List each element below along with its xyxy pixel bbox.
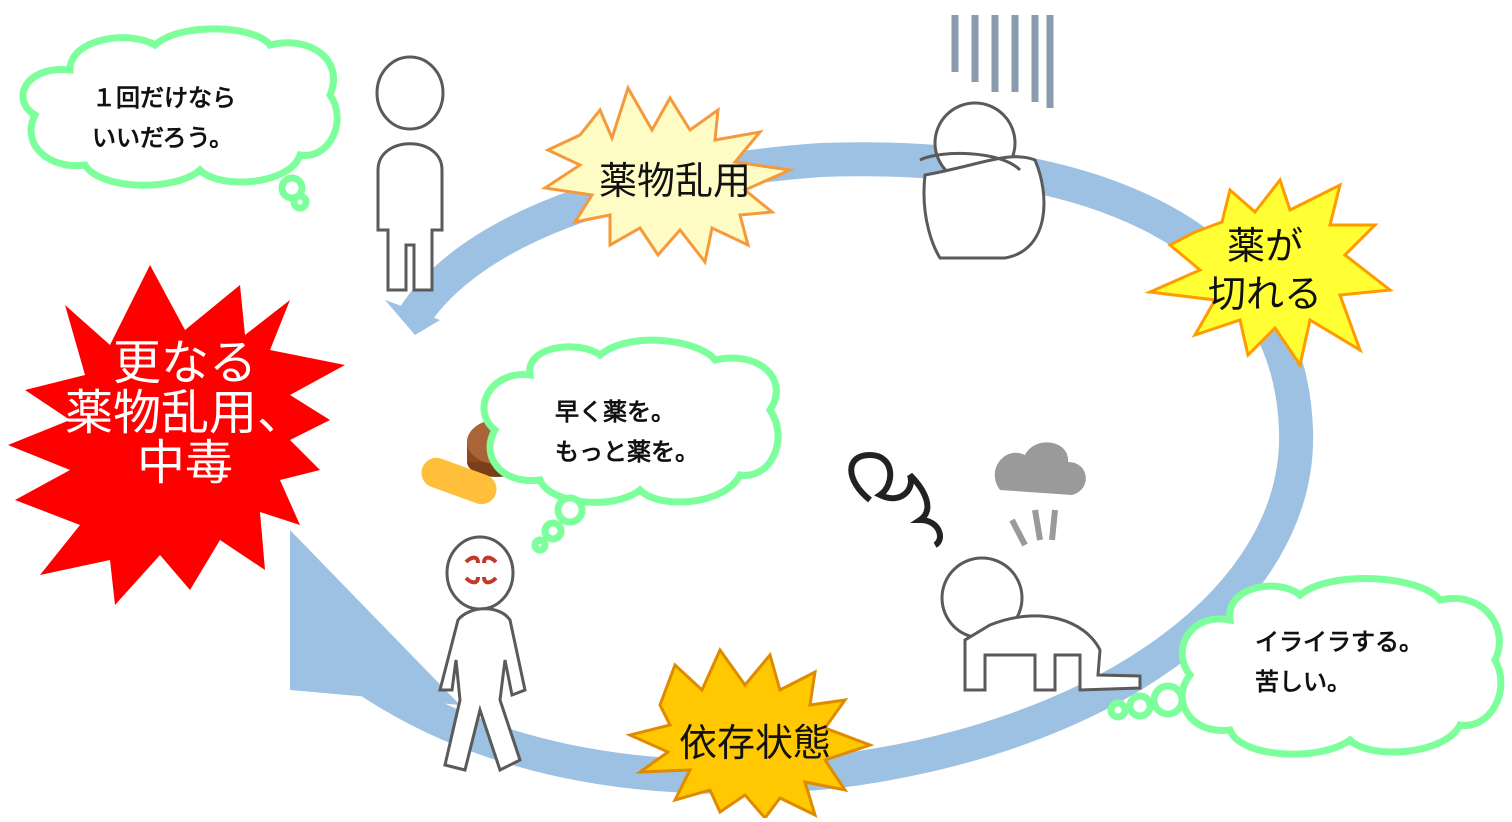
thought-text-irritation: イライラする。 苦しい。 (1255, 622, 1423, 702)
sigh-cloud-icon (994, 442, 1086, 547)
thought-text-irritation-line2: 苦しい。 (1255, 668, 1351, 696)
burst-addiction (8, 265, 345, 605)
burst-wear-off (1144, 176, 1394, 369)
crouching-person-icon (919, 101, 1046, 260)
swirl-icon (848, 451, 943, 548)
crawling-person-icon (940, 556, 1142, 692)
standing-person-icon (375, 55, 445, 292)
thought-bubble-once (19, 25, 341, 212)
gloom-lines-icon (951, 15, 1054, 108)
thought-bubble-irritation (1107, 575, 1505, 758)
burst-addiction-line1: 更なる (112, 335, 257, 391)
thought-text-craving: 早く薬を。 もっと薬を。 (555, 392, 699, 472)
burst-addiction-line3: 中毒 (136, 435, 233, 491)
burst-wear-off-line2: 切れる (1207, 272, 1322, 316)
burst-wear-off-line1: 薬が (1226, 224, 1303, 268)
thought-bubble-craving (480, 336, 782, 554)
thought-text-irritation-line1: イライラする。 (1255, 628, 1423, 656)
capsule-icon (421, 457, 497, 505)
burst-wear-off-label: 薬が 切れる (1195, 222, 1335, 318)
burst-dependence (625, 647, 875, 821)
thought-text-once-line1: １回だけなら (92, 84, 236, 112)
burst-abuse-label: 薬物乱用 (598, 159, 751, 203)
thought-text-once: １回だけなら いいだろう。 (92, 78, 236, 158)
burst-abuse (540, 84, 796, 266)
walking-person-icon (438, 535, 527, 773)
anger-vein-icon (464, 555, 498, 585)
burst-addiction-label: 更なる 薬物乱用、 中毒 (55, 338, 315, 488)
thought-text-craving-line1: 早く薬を。 (555, 398, 675, 426)
burst-dependence-label: 依存状態 (678, 721, 831, 765)
thought-text-once-line2: いいだろう。 (92, 124, 234, 152)
thought-text-craving-line2: もっと薬を。 (555, 438, 699, 466)
burst-addiction-line2: 薬物乱用、 (64, 385, 305, 441)
